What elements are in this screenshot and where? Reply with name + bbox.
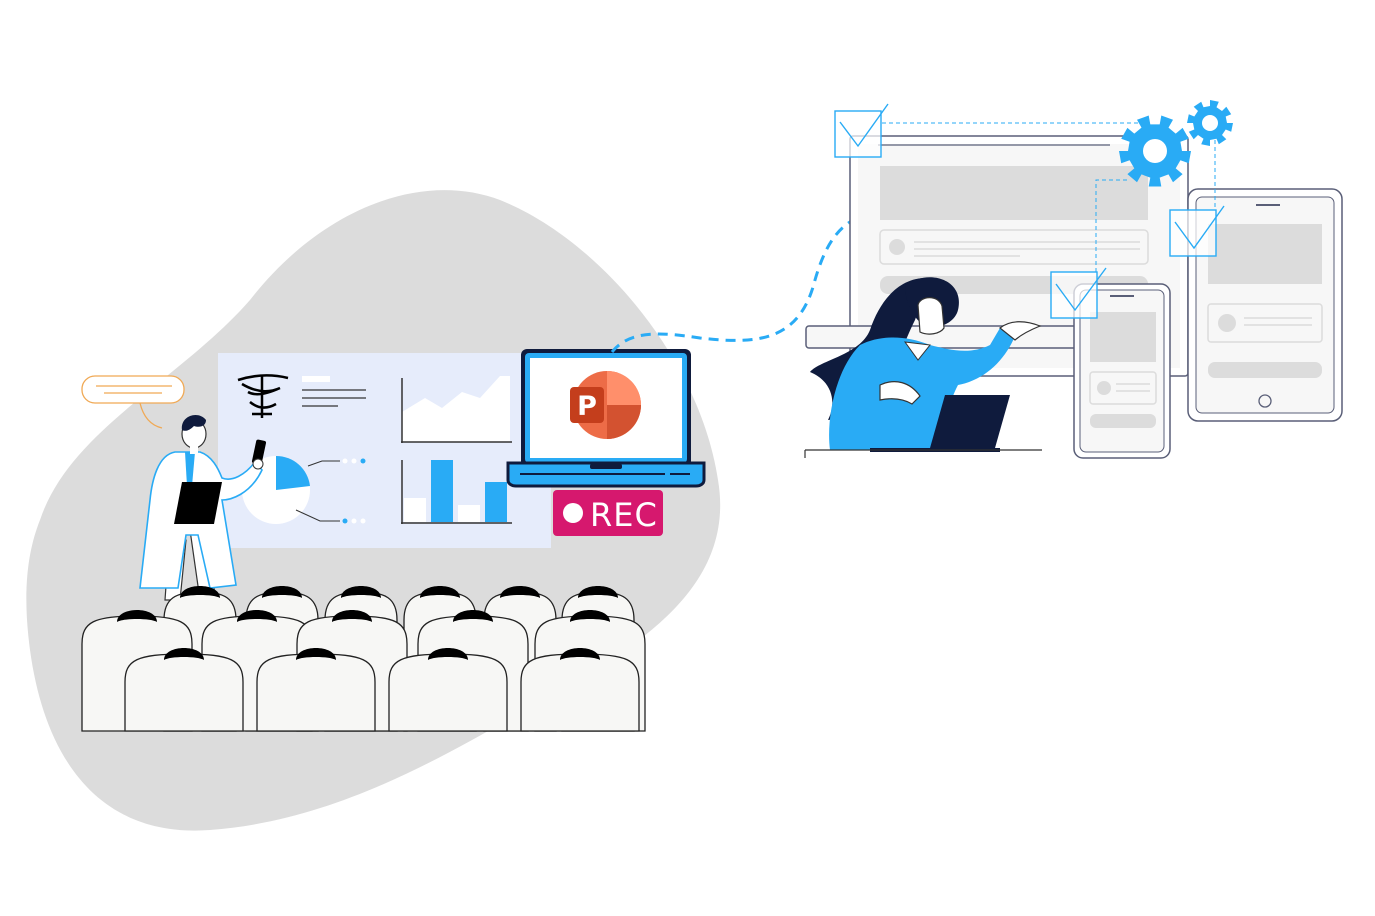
audience-head xyxy=(420,586,460,598)
audience-head xyxy=(500,586,540,598)
checkbox-icon xyxy=(834,103,889,158)
tablet-device xyxy=(1187,188,1343,422)
checkbox-icon xyxy=(1169,205,1225,257)
recording-label: REC xyxy=(590,496,658,534)
bar-chart-graphic xyxy=(401,460,512,524)
audience-head xyxy=(578,586,618,598)
checkbox-icon xyxy=(1050,267,1107,319)
audience-seat xyxy=(256,653,376,732)
audience-head xyxy=(164,648,204,660)
recording-badge: REC xyxy=(553,490,663,536)
area-chart-graphic xyxy=(401,376,512,443)
powerpoint-letter: P xyxy=(577,391,597,422)
gear-icon xyxy=(1119,115,1191,187)
gear-icon xyxy=(1187,100,1233,146)
audience-head xyxy=(296,648,336,660)
audience-head xyxy=(453,610,493,622)
audience-seat xyxy=(520,653,640,732)
presenter-figure xyxy=(139,415,267,601)
audience-head xyxy=(180,586,220,598)
clipboard-icon xyxy=(174,482,222,524)
audience-head xyxy=(237,610,277,622)
pharmacy-icon xyxy=(237,374,289,418)
audience-head xyxy=(262,586,302,598)
audience-seat xyxy=(124,653,244,732)
presentation-board xyxy=(218,353,551,548)
audience-head xyxy=(560,648,600,660)
connector-lines xyxy=(882,122,1216,272)
speech-bubble-icon xyxy=(81,375,185,429)
laptop: P xyxy=(506,349,706,488)
powerpoint-icon: P xyxy=(570,371,641,439)
audience-head xyxy=(117,610,157,622)
audience-head xyxy=(570,610,610,622)
audience-seat xyxy=(388,653,508,732)
audience-head xyxy=(341,586,381,598)
smartphone-device xyxy=(1073,283,1171,459)
audience-head xyxy=(428,648,468,660)
audience xyxy=(81,586,646,732)
phone-icon xyxy=(251,439,267,465)
audience-head xyxy=(332,610,372,622)
woman-with-laptop xyxy=(804,277,1042,458)
